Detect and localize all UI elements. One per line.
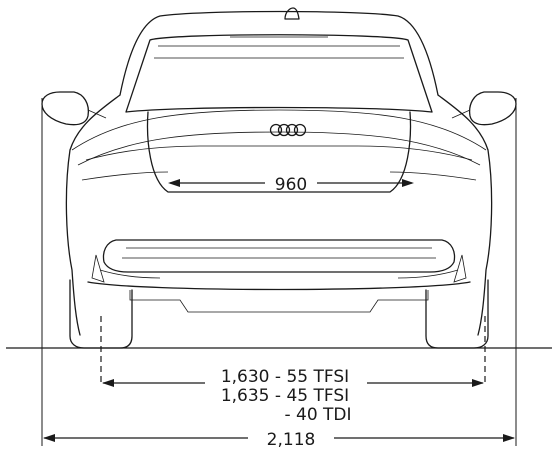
right-mirror-arm	[451, 109, 471, 119]
car-body-right-side	[437, 94, 493, 336]
rear-diffuser-inner	[122, 247, 436, 259]
overall-width-label: 2,118	[267, 430, 316, 450]
track-width-45-tfsi-label: 1,635 - 45 TFSI	[221, 386, 349, 406]
left-mirror-arm	[87, 109, 107, 119]
car-roof-outline	[119, 10, 439, 96]
car-rear-view	[41, 7, 517, 349]
right-mirror	[468, 91, 517, 126]
track-width-dimension: 1,630 - 55 TFSI 1,635 - 45 TFSI - 40 TDI	[100, 316, 486, 425]
rear-bumper-edge	[99, 269, 459, 279]
tailgate-panel	[146, 111, 412, 193]
rear-window-width-dimension: 960	[168, 175, 414, 195]
left-reflector	[91, 254, 105, 283]
right-reflector	[453, 254, 467, 283]
car-shoulder-line	[71, 109, 487, 151]
rear-bumper-lower	[87, 281, 471, 291]
underbody-line	[129, 290, 429, 313]
track-width-40-tdi-label: - 40 TDI	[284, 405, 351, 425]
car-shoulder-line-2	[77, 131, 481, 166]
rear-diffuser	[102, 239, 456, 273]
rear-window-inner	[154, 45, 404, 59]
left-mirror	[41, 91, 90, 126]
rear-window	[125, 34, 433, 113]
tail-light-bar	[85, 145, 473, 161]
car-body-left-side	[65, 94, 121, 336]
four-rings-logo-icon	[269, 123, 307, 137]
right-tyre	[425, 279, 489, 349]
overall-width-dimension: 2,118	[41, 98, 517, 450]
track-width-55-tfsi-label: 1,630 - 55 TFSI	[221, 367, 349, 387]
shark-fin-antenna-icon	[284, 7, 300, 20]
tail-light-lower	[81, 171, 477, 181]
rear-window-width-label: 960	[275, 175, 307, 195]
